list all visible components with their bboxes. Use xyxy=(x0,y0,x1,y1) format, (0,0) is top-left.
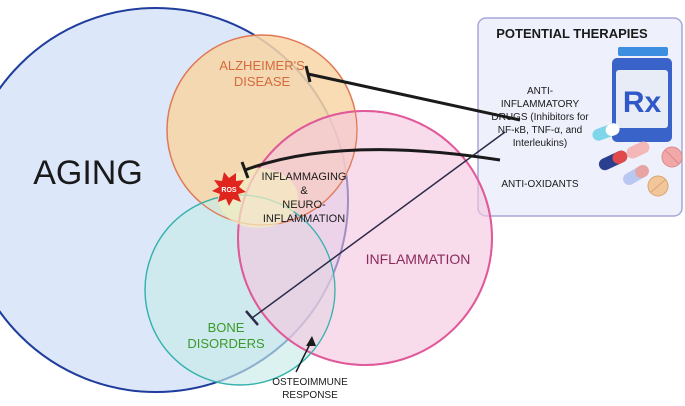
alz-inhibit-line xyxy=(307,72,521,122)
bone-label-line1: BONE xyxy=(208,320,245,335)
therapies-title: POTENTIAL THERAPIES xyxy=(496,26,648,41)
ros-burst-icon xyxy=(212,172,246,206)
rx-label: Rx xyxy=(623,86,662,119)
ros-label: ROS xyxy=(221,187,237,194)
bone-label-line2: DISORDERS xyxy=(187,336,265,351)
inflammation-label: INFLAMMATION xyxy=(366,251,471,267)
center-label-line3: NEURO- xyxy=(282,199,326,211)
anti-inflammatory-line3: DRUGS (Inhibitors for xyxy=(491,112,589,123)
bone-inhibit-line xyxy=(251,131,506,319)
antioxidant-inhibit-line xyxy=(244,148,501,172)
osteo-arrow-head xyxy=(306,336,316,346)
alzheimers-label-line2: DISEASE xyxy=(234,74,291,89)
osteo-label-line2: RESPONSE xyxy=(282,390,338,401)
anti-inflammatory-line2: INFLAMMATORY xyxy=(501,99,580,110)
osteo-label-line1: OSTEOIMMUNE xyxy=(272,377,348,388)
anti-inflammatory-line1: ANTI- xyxy=(527,86,553,97)
center-label-line1: INFLAMMAGING xyxy=(262,171,347,183)
pills-icon xyxy=(592,123,683,197)
anti-inflammatory-line4: NF-κB, TNF-α, and xyxy=(498,125,583,136)
center-label-line2: & xyxy=(300,185,308,197)
anti-inflammatory-line5: Interleukins) xyxy=(513,138,567,149)
rx-bottle-icon: Rx xyxy=(612,47,672,142)
anti-oxidants-label: ANTI-OXIDANTS xyxy=(501,179,579,190)
center-label-line4: INFLAMMATION xyxy=(263,213,345,225)
alzheimers-label-line1: ALZHEIMER'S xyxy=(219,58,305,73)
aging-label: AGING xyxy=(33,154,143,192)
